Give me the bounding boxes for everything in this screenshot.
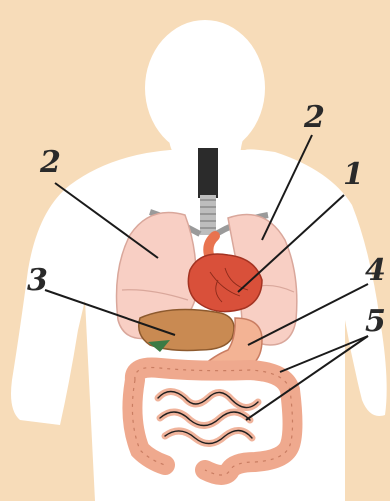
label-lung-right: 2 — [304, 103, 325, 133]
liver — [139, 310, 234, 352]
label-stomach: 4 — [365, 256, 386, 286]
label-heart: 1 — [343, 160, 364, 190]
label-liver: 3 — [27, 266, 48, 296]
label-lung-left: 2 — [40, 148, 61, 178]
label-intestines: 5 — [365, 307, 386, 337]
